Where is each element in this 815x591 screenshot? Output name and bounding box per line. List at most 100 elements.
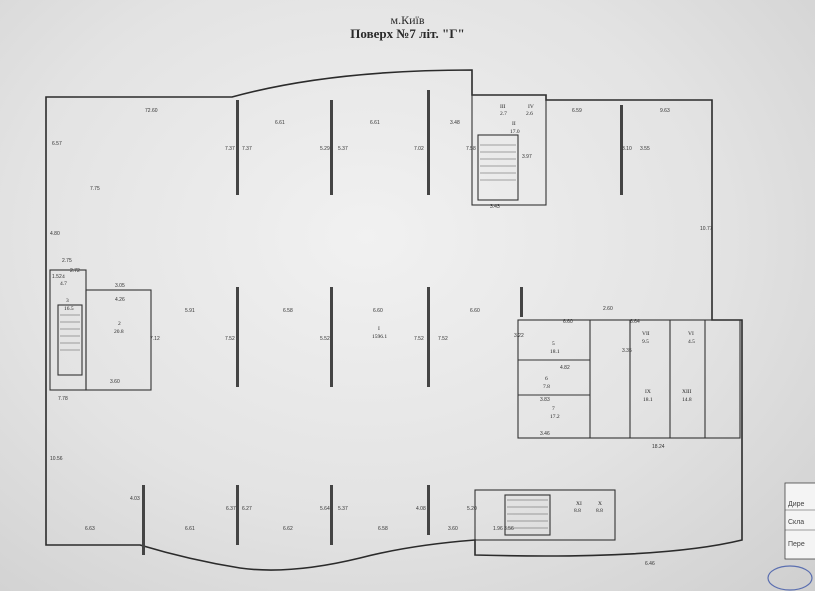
room-ii-area: 17.0 <box>510 129 520 135</box>
dim-label: 1.52 <box>52 274 62 280</box>
dim-label: 3.35 <box>622 348 632 354</box>
dim-label: 3.56 <box>504 526 514 532</box>
dim-label: 3.05 <box>115 283 125 289</box>
room-vi-label: VI <box>688 331 694 337</box>
room-7-label: 7 <box>552 406 555 412</box>
room-vii-area: 9.5 <box>642 339 649 345</box>
stamp-row: Скла <box>788 519 804 526</box>
stamp-row: Дире <box>788 501 805 508</box>
dim-label: 2.72 <box>70 268 80 274</box>
dim-label: 7.75 <box>90 186 100 192</box>
room-i-area: 1596.1 <box>372 334 387 340</box>
dim-label: 7.37 <box>242 146 252 152</box>
dim-label: 9.63 <box>660 108 670 114</box>
room-ii-label: II <box>512 121 516 127</box>
dim-label: 6.27 <box>242 506 252 512</box>
dim-label: 2.75 <box>62 258 72 264</box>
dim-label: 4.82 <box>560 365 570 371</box>
dim-label: 6.62 <box>283 526 293 532</box>
dim-label: 10.77 <box>700 226 713 232</box>
dim-label: 6.57 <box>52 141 62 147</box>
room-ix-label: IX <box>645 389 651 395</box>
dim-label: 6.60 <box>470 308 480 314</box>
dim-label: 3.10 <box>622 146 632 152</box>
dimension-labels: 72.60 6.61 6.61 3.48 6.59 9.63 6.57 7.75… <box>50 108 713 567</box>
room-ix-area: 18.1 <box>643 397 653 403</box>
dim-label: 3.48 <box>450 120 460 126</box>
dim-label: 72.60 <box>145 108 158 114</box>
city-title: м.Київ <box>390 13 425 27</box>
room-iii-area: 2.7 <box>500 111 507 117</box>
room-3-area: 16.5 <box>64 306 74 312</box>
dim-label: 7.52 <box>225 336 235 342</box>
dim-label: 7.52 <box>438 336 448 342</box>
dim-label: 3.55 <box>640 146 650 152</box>
dim-label: 6.59 <box>572 108 582 114</box>
dim-label: 3.43 <box>490 204 500 210</box>
room-5-label: 5 <box>552 341 555 347</box>
dim-label: 7.78 <box>58 396 68 402</box>
dim-label: 7.52 <box>414 336 424 342</box>
room-i-label: I <box>378 326 380 332</box>
dim-label: 3.46 <box>540 431 550 437</box>
dim-label: 4.03 <box>130 496 140 502</box>
dim-label: 3.22 <box>514 333 524 339</box>
room-3-label: 3 <box>66 298 69 304</box>
room-x-label: X <box>598 501 602 507</box>
room-2-area: 20.8 <box>114 329 124 335</box>
dim-label: 3.60 <box>448 526 458 532</box>
dim-label: 5.37 <box>338 506 348 512</box>
room-4-label: 4 <box>62 274 65 280</box>
room-iii-label: III <box>500 104 506 110</box>
seal-stamp <box>767 565 813 591</box>
dim-label: 4.80 <box>50 231 60 237</box>
dim-label: 6.46 <box>645 561 655 567</box>
dim-label: 6.63 <box>85 526 95 532</box>
dim-label: 6.61 <box>370 120 380 126</box>
stamp-row: Пере <box>788 541 805 548</box>
room-vi-area: 4.5 <box>688 339 695 345</box>
dim-label: 6.61 <box>275 120 285 126</box>
room-iv-area: 2.6 <box>526 111 533 117</box>
dim-label: 7.58 <box>466 146 476 152</box>
stairs <box>60 144 548 529</box>
dim-label: 6.60 <box>373 308 383 314</box>
room-6-area: 7.8 <box>543 384 550 390</box>
room-xi-area: 8.8 <box>574 508 581 514</box>
floor-title: Поверх №7 літ. "Г" <box>350 26 465 41</box>
dim-label: 3.60 <box>110 379 120 385</box>
dim-label: 6.58 <box>378 526 388 532</box>
dim-label: 5.64 <box>320 506 330 512</box>
dim-label: 5.52 <box>320 336 330 342</box>
dim-label: 4.08 <box>416 506 426 512</box>
dim-label: 6.58 <box>283 308 293 314</box>
room-4-area: 4.7 <box>60 281 67 287</box>
room-xi-label: XI <box>576 501 582 507</box>
dim-label: 18.24 <box>652 444 665 450</box>
dim-label: 7.12 <box>150 336 160 342</box>
dim-label: 5.37 <box>338 146 348 152</box>
dim-label: 6.60 <box>563 319 573 325</box>
dim-label: 1.96 <box>493 526 503 532</box>
room-labels: I 1596.1 II 17.0 III 2.7 IV 2.6 2 20.8 3… <box>60 104 695 514</box>
room-iv-label: IV <box>528 104 534 110</box>
room-xiii-area: 14.8 <box>682 397 692 403</box>
dim-label: 5.20 <box>467 506 477 512</box>
inner-walls <box>49 94 741 541</box>
room-5-area: 18.1 <box>550 349 560 355</box>
room-2-label: 2 <box>118 321 121 327</box>
dim-label: 6.37 <box>226 506 236 512</box>
dim-label: 5.91 <box>185 308 195 314</box>
dim-label: 3.83 <box>540 397 550 403</box>
dim-label: 7.02 <box>414 146 424 152</box>
dim-label: 7.37 <box>225 146 235 152</box>
dim-label: 3.97 <box>522 154 532 160</box>
dim-label: 6.64 <box>630 319 640 325</box>
room-x-area: 8.8 <box>596 508 603 514</box>
room-7-area: 17.2 <box>550 414 560 420</box>
room-vii-label: VII <box>642 331 650 337</box>
dim-label: 10.56 <box>50 456 63 462</box>
dim-label: 6.61 <box>185 526 195 532</box>
